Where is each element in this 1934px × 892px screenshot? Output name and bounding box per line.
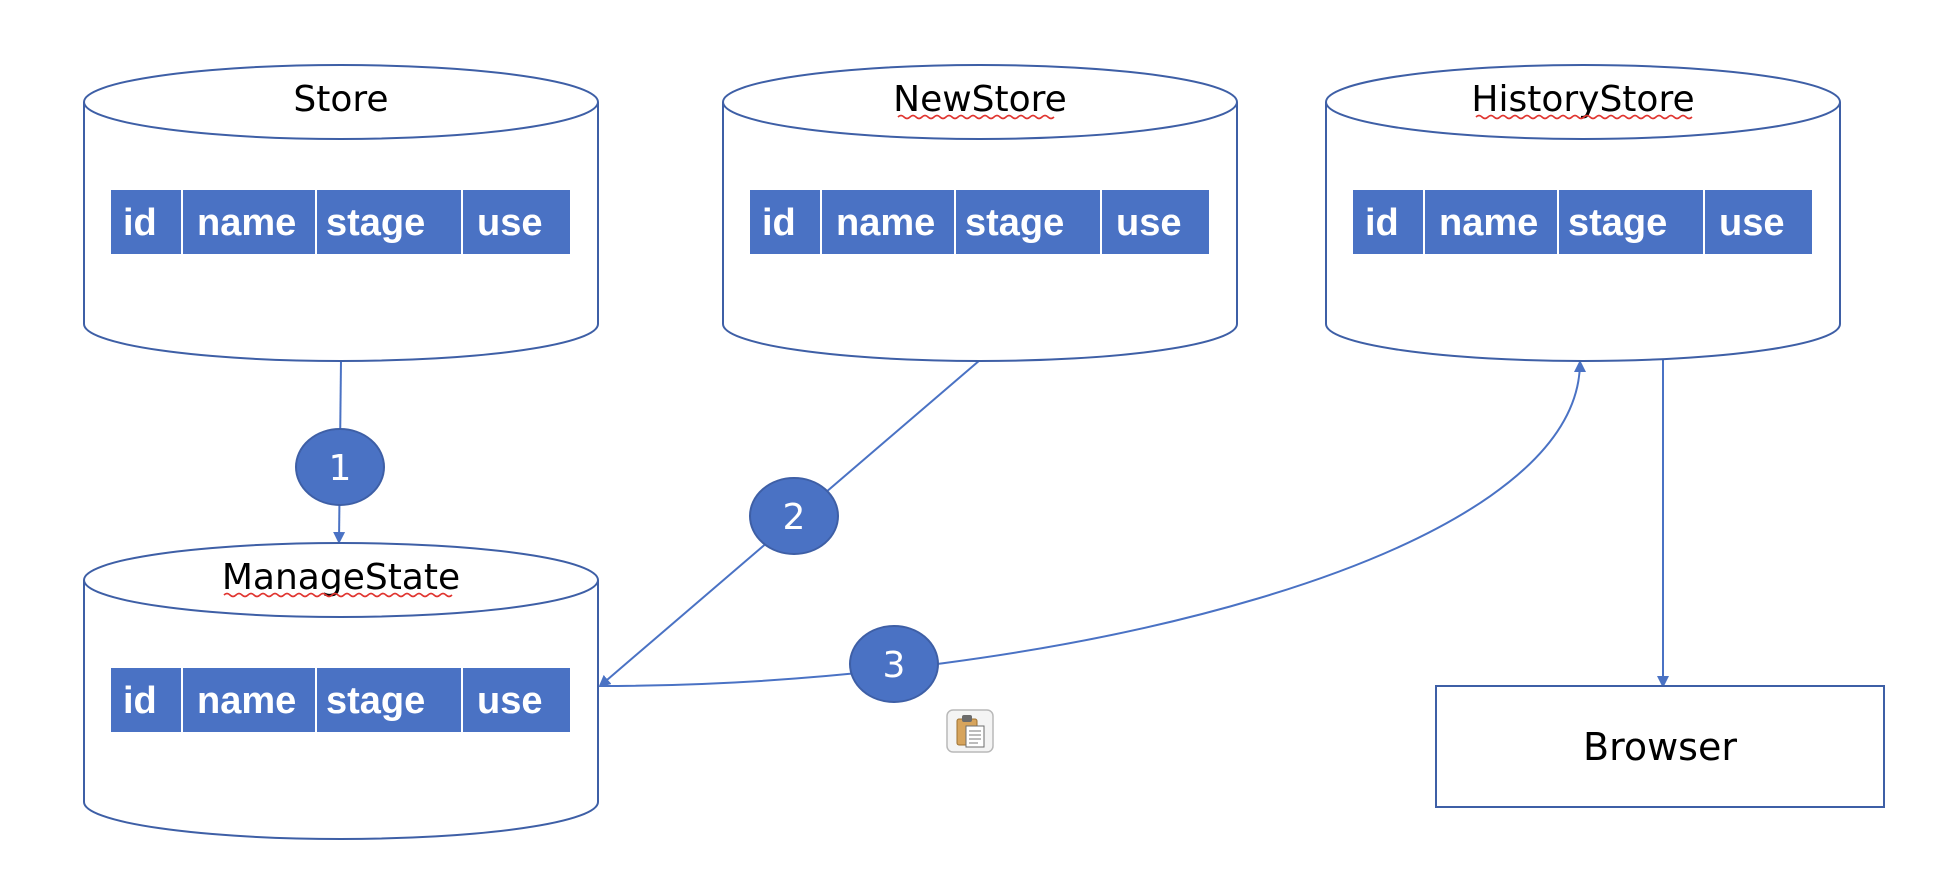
step-badge-3: 3: [849, 625, 939, 703]
browser-box-frame: [1435, 685, 1885, 808]
column-header-stage: stage: [326, 680, 425, 722]
column-header-name: name: [197, 680, 296, 722]
managestate-cylinder: ManageState id name stage use: [83, 542, 599, 840]
column-header-use: use: [1116, 202, 1181, 244]
column-cell: [956, 190, 1100, 254]
managestate-title: ManageState: [222, 557, 460, 598]
step-badge-circle: [849, 625, 939, 703]
managestate-columns-header: id name stage use: [111, 668, 570, 732]
column-cell: [1102, 190, 1209, 254]
column-header-use: use: [477, 680, 542, 722]
step-badge-label: 1: [329, 448, 352, 489]
cylinder-top: [722, 64, 1238, 140]
store-columns-header: id name stage use: [111, 190, 570, 254]
column-header-name: name: [1439, 202, 1538, 244]
column-header-use: use: [477, 202, 542, 244]
column-cell: [463, 668, 570, 732]
browser-label: Browser: [1583, 725, 1737, 769]
spellcheck-underline: [223, 592, 453, 598]
step-badge-1: 1: [295, 428, 385, 506]
step-badge-label: 2: [783, 497, 806, 538]
column-cell: [822, 190, 954, 254]
step-badge-circle: [749, 477, 839, 555]
column-cell: [750, 190, 820, 254]
column-cell: [183, 668, 315, 732]
column-header-use: use: [1719, 202, 1784, 244]
step-badge-circle: [295, 428, 385, 506]
column-header-stage: stage: [1568, 202, 1667, 244]
column-cell: [1559, 190, 1703, 254]
newstore-title: NewStore: [893, 79, 1067, 120]
column-cell: [1425, 190, 1557, 254]
step-badge-label: 3: [883, 645, 906, 686]
column-header-stage: stage: [326, 202, 425, 244]
cylinder-top: [83, 542, 599, 618]
store-title: Store: [293, 79, 388, 120]
column-header-id: id: [123, 680, 157, 722]
historystore-cylinder: HistoryStore id name stage use: [1325, 64, 1841, 362]
column-cell: [1705, 190, 1812, 254]
column-cell: [111, 190, 181, 254]
column-cell: [1353, 190, 1423, 254]
clipboard-paste-options-icon[interactable]: [946, 709, 994, 753]
historystore-columns-header: id name stage use: [1353, 190, 1812, 254]
historystore-title: HistoryStore: [1471, 79, 1694, 120]
spellcheck-underline: [1475, 114, 1693, 120]
cylinder-top: [83, 64, 599, 140]
column-cell: [317, 668, 461, 732]
column-cell: [111, 668, 181, 732]
store-cylinder: Store id name stage use: [83, 64, 599, 362]
cylinder-top: [1325, 64, 1841, 140]
column-header-name: name: [197, 202, 296, 244]
column-header-name: name: [836, 202, 935, 244]
spellcheck-underline: [897, 114, 1055, 120]
step-badge-2: 2: [749, 477, 839, 555]
column-header-stage: stage: [965, 202, 1064, 244]
arrow-managestate-to-historystore: [599, 360, 1586, 687]
column-header-id: id: [762, 202, 796, 244]
browser-box: Browser: [1435, 685, 1885, 808]
newstore-columns-header: id name stage use: [750, 190, 1209, 254]
newstore-cylinder: NewStore id name stage use: [722, 64, 1238, 362]
column-cell: [317, 190, 461, 254]
column-cell: [183, 190, 315, 254]
column-header-id: id: [123, 202, 157, 244]
column-cell: [463, 190, 570, 254]
column-header-id: id: [1365, 202, 1399, 244]
